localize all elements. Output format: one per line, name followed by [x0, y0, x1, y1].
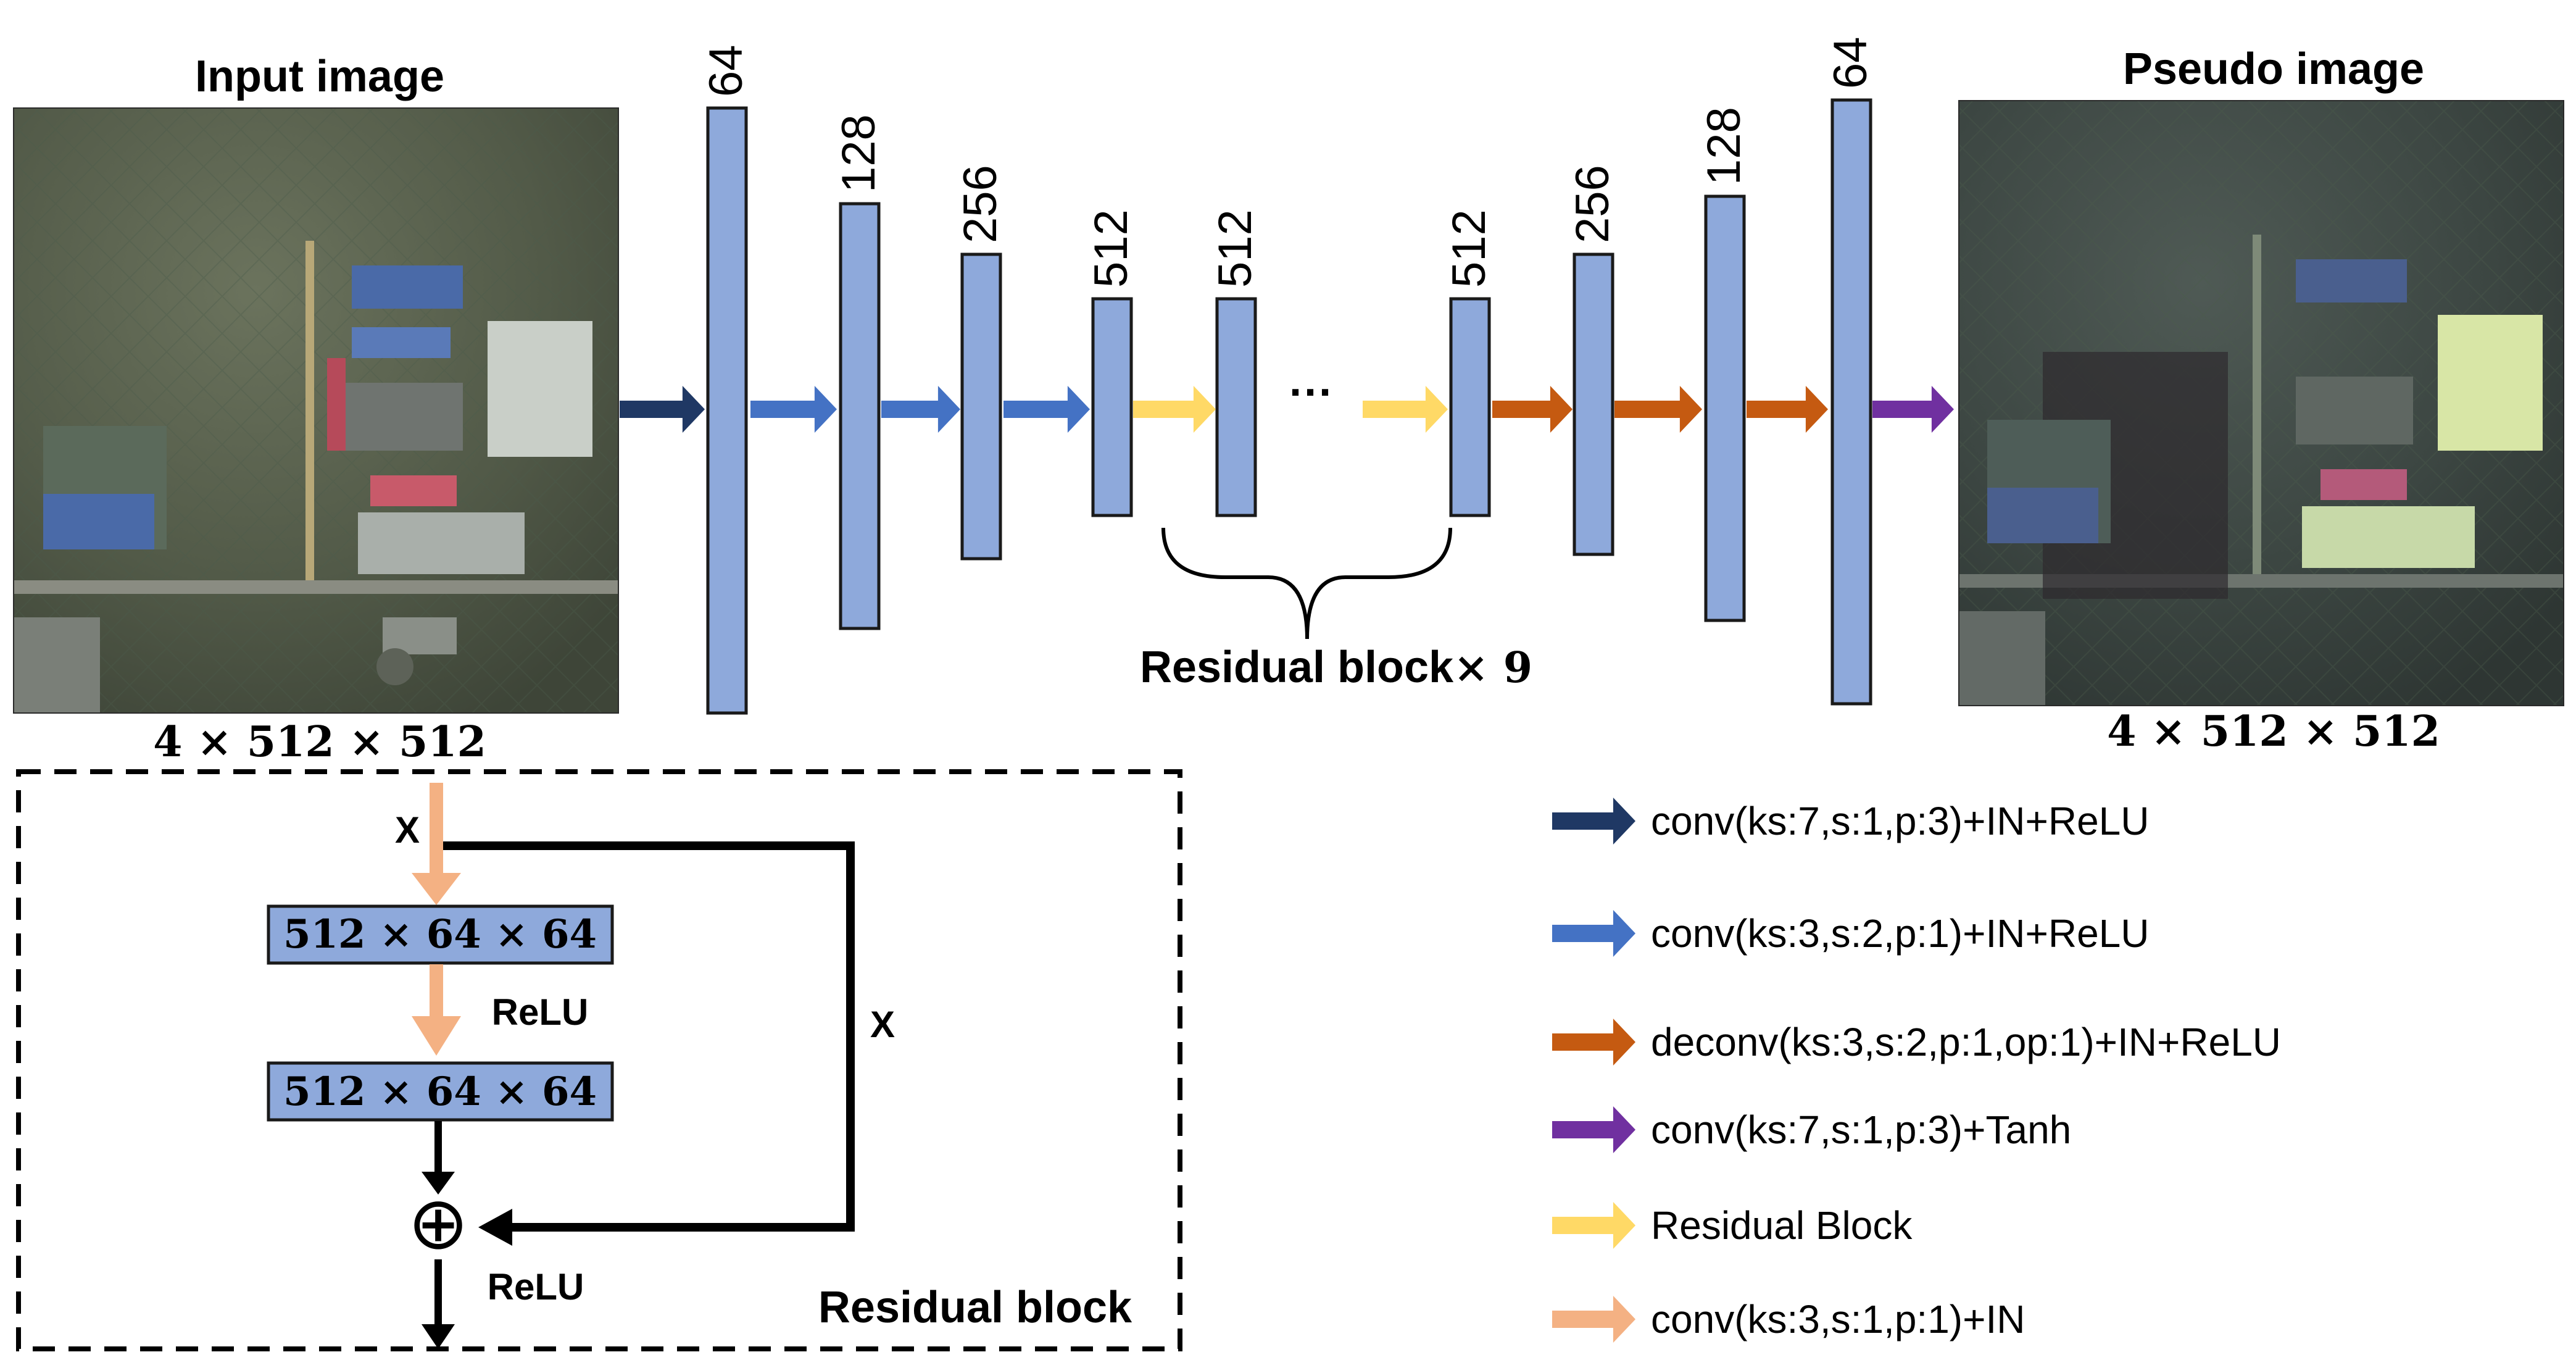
layer-channel-label-8: 128: [1698, 107, 1750, 185]
res-relu-1: ReLU: [492, 991, 589, 1033]
output-image-group: Pseudo image 4 × 512 × 512: [1958, 44, 2564, 756]
output-shape-label: 4 × 512 × 512: [2107, 707, 2440, 756]
res-conv-block-1: [267, 904, 614, 965]
layer-bar-7: [1573, 252, 1614, 556]
legend-arrow-2: [1552, 910, 1635, 957]
res-relu-2: ReLU: [488, 1266, 584, 1308]
input-shape-label: 4 × 512 × 512: [153, 717, 486, 767]
legend-label-5: Residual Block: [1651, 1203, 1913, 1248]
res-arrow-mid-head: [412, 1016, 461, 1056]
res-arrow-in-shaft: [430, 783, 443, 874]
layer-bar-9: [1830, 98, 1872, 706]
layer-bar-4: [1091, 297, 1133, 517]
legend-arrow-1: [1552, 798, 1635, 845]
input-image-title: Input image: [195, 52, 444, 101]
layer-channel-label-3: 256: [954, 165, 1007, 243]
layer-bar-6: [1449, 297, 1491, 517]
layer-labels: 64 128 256 512 512 512 256 128 64: [700, 36, 1877, 288]
input-satellite-image: [13, 107, 619, 714]
legend-label-1: conv(ks:7,s:1,p:3)+IN+ReLU: [1651, 799, 2149, 843]
residual-group-mult: × 9: [1453, 643, 1532, 693]
flow-arrow-10: [1872, 386, 1954, 433]
flow-arrow-9: [1747, 386, 1828, 433]
res-arrow-out-shaft: [434, 1259, 442, 1326]
output-image-title: Pseudo image: [2123, 44, 2424, 94]
res-arrow-in-head: [412, 873, 461, 905]
skip-connection-line: [443, 841, 855, 1232]
flow-arrow-1: [620, 386, 705, 433]
legend-label-6: conv(ks:3,s:1,p:1)+IN: [1651, 1297, 2025, 1341]
layer-bar-1: [706, 106, 748, 715]
res-arrow-add-shaft: [434, 1121, 442, 1174]
output-satellite-image: [1958, 100, 2564, 706]
layer-channel-label-9: 64: [1824, 36, 1877, 89]
legend-arrow-3: [1552, 1019, 1635, 1066]
residual-group-label-text: Residual block: [1140, 643, 1454, 692]
layer-channel-label-6: 512: [1443, 209, 1495, 288]
residual-block-frame: [16, 769, 1182, 1351]
layer-bar-3: [960, 252, 1002, 561]
flow-arrow-4: [1003, 386, 1090, 433]
layer-channel-label-1: 64: [700, 44, 752, 97]
residual-group-label: Residual block× 9: [1140, 643, 1532, 693]
res-arrow-mid-shaft: [430, 964, 443, 1019]
ellipsis: ···: [1289, 368, 1334, 417]
legend-arrow-5: [1552, 1202, 1635, 1249]
add-operator-icon: ⊕: [408, 1183, 469, 1264]
res-conv-block-2-label: 512 × 64 × 64: [283, 1069, 597, 1115]
flow-arrow-5: [1133, 386, 1216, 433]
flow-arrow-2: [750, 386, 837, 433]
layer-channel-label-2: 128: [833, 114, 885, 193]
legend-arrow-6: [1552, 1296, 1635, 1343]
layer-bar-8: [1704, 194, 1746, 622]
res-input-label: X: [395, 809, 420, 851]
residual-block-detail: X X 512 × 64 × 64 ReLU 512 × 64 × 64 ⊕ R…: [16, 769, 1182, 1351]
flow-arrows: [620, 386, 1954, 433]
input-image-group: Input image 4 × 512 × 512: [13, 52, 619, 767]
layer-channel-label-4: 512: [1085, 209, 1137, 288]
residual-block-title: Residual block: [818, 1283, 1132, 1332]
layer-bar-5: [1215, 297, 1257, 517]
legend-arrow-4: [1552, 1106, 1635, 1153]
flow-arrow-8: [1614, 386, 1702, 433]
skip-label: X: [870, 1004, 895, 1045]
skip-arrow-head: [478, 1209, 512, 1246]
layer-channel-label-5: 512: [1209, 209, 1261, 288]
flow-arrow-6: [1363, 386, 1448, 433]
layer-channel-label-7: 256: [1566, 165, 1619, 243]
legend-label-4: conv(ks:7,s:1,p:3)+Tanh: [1651, 1108, 2071, 1152]
res-arrow-add-head: [422, 1172, 455, 1195]
legend-label-3: deconv(ks:3,s:2,p:1,op:1)+IN+ReLU: [1651, 1020, 2281, 1064]
legend: conv(ks:7,s:1,p:3)+IN+ReLU conv(ks:3,s:2,…: [1552, 798, 2281, 1343]
residual-brace: [1161, 527, 1452, 640]
res-conv-block-1-label: 512 × 64 × 64: [283, 911, 597, 957]
flow-arrow-3: [881, 386, 960, 433]
res-arrow-out-head: [422, 1324, 455, 1349]
legend-label-2: conv(ks:3,s:2,p:1)+IN+ReLU: [1651, 911, 2149, 956]
layer-bar-2: [839, 202, 881, 630]
res-conv-block-2: [267, 1061, 614, 1122]
layer-bars: [706, 98, 1872, 715]
flow-arrow-7: [1492, 386, 1573, 433]
